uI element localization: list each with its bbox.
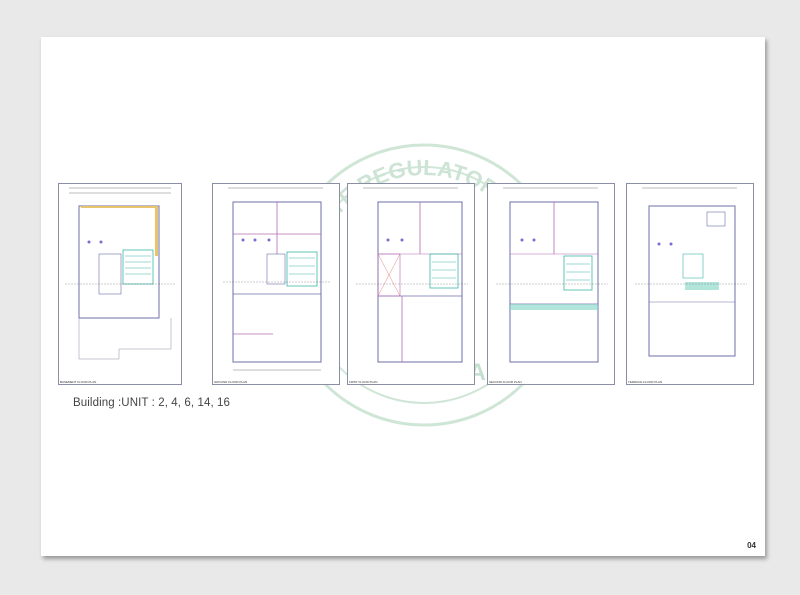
first-floor-plan xyxy=(347,183,475,385)
ground-plan-caption: GROUND FLOOR PLAN xyxy=(214,380,248,384)
basement-floor-plan xyxy=(58,183,182,385)
second-plan-caption: SECOND FLOOR PLAN xyxy=(489,380,522,384)
first-plan-caption: FIRST FLOOR PLAN xyxy=(349,380,378,384)
basement-plan-caption: BASEMENT FLOOR PLAN xyxy=(60,380,97,384)
ground-floor-plan xyxy=(212,183,340,385)
terrace-plan-caption: TERRACE FLOOR PLAN xyxy=(628,380,663,384)
page-number: 04 xyxy=(747,541,756,550)
second-floor-plan xyxy=(487,183,615,385)
document-page: REAL ESTATE REGULATORY AUTHORITY GUJ RER… xyxy=(41,37,765,556)
terrace-floor-plan xyxy=(626,183,754,385)
building-unit-label: Building :UNIT : 2, 4, 6, 14, 16 xyxy=(73,397,231,409)
